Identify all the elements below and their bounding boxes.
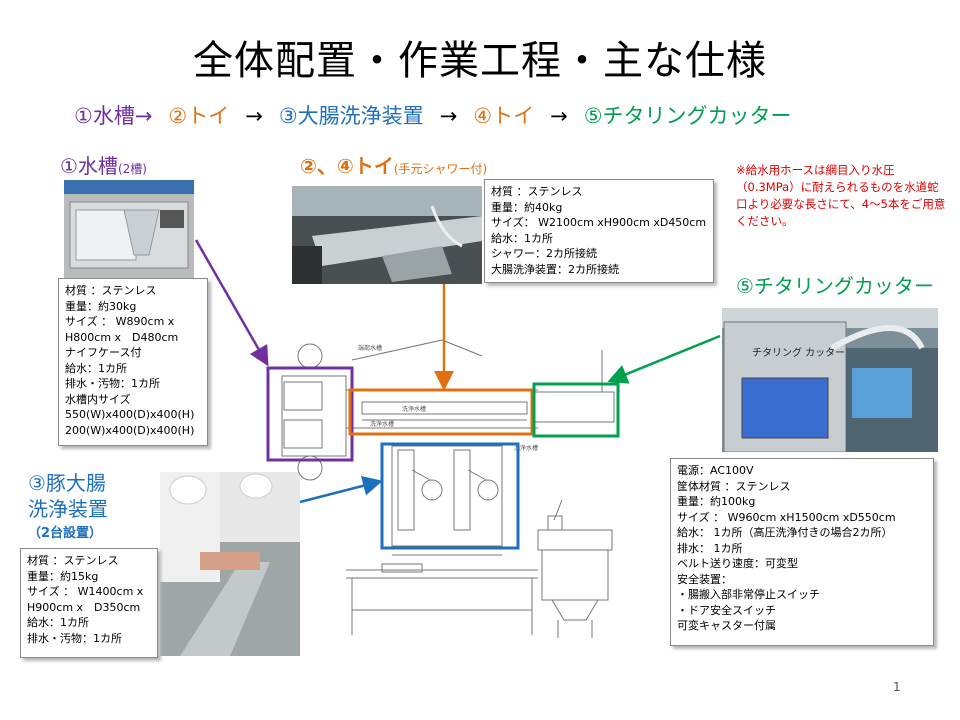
drawing-lines [281, 339, 615, 638]
tank-spec-line: H800cm x D480cm [65, 330, 179, 344]
drawing-label-top: 端部水槽 [358, 344, 382, 352]
cutter-spec-line: ・腸搬入部非常停止スイッチ [677, 588, 820, 601]
cutter-spec-line: 電源：AC100V [677, 464, 754, 477]
flow-step: → [245, 104, 263, 128]
layout-drawing: 端部水槽 洗浄水槽 洗浄水槽 洗浄水槽 [266, 339, 620, 638]
hose-note: ※給水用ホースは網目入り水圧（0.3MPa）に耐えられるものを水道蛇口より必要な… [736, 163, 946, 228]
trough-spec-line: 重量：約40kg [491, 200, 563, 214]
cutter-spec-box: 電源：AC100V 筐体材質 ：ステンレス重量：約100kg サイズ ： W960c… [670, 458, 934, 646]
cutter-arrow [607, 334, 721, 384]
cutter-photo: チタリング カッター [722, 308, 938, 452]
tank-spec-line: サイズ ： W890cm x [65, 315, 175, 328]
cutter-spec-line: 筐体材質 ：ステンレス [677, 479, 791, 493]
cutter-photo-label: チタリング カッター [752, 348, 846, 359]
cutter-photo-drawing [722, 308, 938, 452]
tank-spec-line: 550(W)x400(D)x400(H) [65, 408, 195, 421]
cutter-heading: ⑤チタリングカッター [736, 274, 934, 298]
tank-spec-line: ナイフケース付 [65, 346, 142, 359]
cutter-spec-line: 可変キャスター付属 [677, 619, 776, 632]
trough-spec-line: 給水：1カ所 [491, 231, 553, 245]
washer-spec-line: 給水：1カ所 [27, 616, 89, 629]
slide-title: 全体配置・作業工程・主な仕様 [193, 38, 767, 84]
trough-heading: ②、④トイ(手元シャワー付) [300, 150, 487, 179]
washer-photo-drawing [160, 472, 300, 656]
trough-photo-drawing [292, 186, 482, 284]
drawing-label-trough: 洗浄水槽 [402, 405, 426, 413]
tank-arrow [194, 239, 269, 367]
washer-heading-line2: 洗浄装置 [28, 497, 108, 521]
washer-spec-line: 重量：約15kg [27, 569, 99, 583]
flow-step: → [439, 104, 458, 128]
cutter-spec-line: 給水： 1カ所（高圧洗浄付きの場合2カ所） [677, 526, 893, 539]
tank-spec-line: 重量：約30kg [65, 299, 137, 313]
washer-highlight [380, 442, 520, 550]
washer-arrow [299, 476, 383, 504]
flow-step: ④トイ [473, 104, 535, 128]
tank-spec-line: 水槽内サイズ [65, 392, 131, 406]
drawing-labels: 端部水槽 洗浄水槽 洗浄水槽 洗浄水槽 [358, 344, 538, 452]
washer-heading-line1: ③豚大腸 [28, 471, 106, 495]
tank-photo-drawing [64, 180, 194, 278]
trough-spec-line: サイズ： W2100cm xH900cm xD450cm [491, 216, 707, 229]
trough-heading-text: ②、④トイ [300, 154, 394, 178]
washer-photo [160, 472, 300, 656]
trough-photo [292, 186, 482, 284]
cutter-spec-line: 重量：約100kg [677, 495, 756, 508]
trough-heading-sub: (手元シャワー付) [393, 162, 488, 176]
cutter-spec-line: ・ドア安全スイッチ [677, 603, 776, 617]
tank-spec-line: 材質 ：ステンレス [65, 284, 157, 297]
cutter-spec-line: 安全装置： [677, 572, 732, 586]
tank-heading: ①水槽(2槽) [60, 150, 147, 179]
washer-spec-line: H900cm x D350cm [27, 600, 141, 614]
washer-spec-line: 排水・汚物：1カ所 [27, 631, 122, 645]
cutter-spec-line: ベルト送り速度：可変型 [677, 557, 798, 570]
flow-step: ⑤チタリングカッター [583, 104, 792, 128]
tank-spec-line: 排水・汚物：1カ所 [65, 377, 160, 390]
drawing-label-side: 洗浄水槽 [370, 420, 394, 428]
tank-heading-text: ①水槽 [60, 154, 118, 178]
washer-spec-box: 材質 ：ステンレス重量：約15kg サイズ ： W1400cm x H900cm x… [20, 548, 158, 658]
process-flow: ①水槽→ ②トイ → ③大腸洗浄装置 → ④トイ → ⑤チタリングカッター [74, 100, 808, 130]
trough-spec-line: 大腸洗浄装置：2カ所接続 [491, 262, 619, 276]
washer-heading-sub: （2台設置） [28, 526, 103, 541]
flow-step: ③大腸洗浄装置 [278, 104, 424, 128]
trough-spec-line: シャワー：2カ所接続 [491, 247, 597, 260]
trough-spec-box: 材質 ：ステンレス重量：約40kg サイズ： W2100cm xH900cm xD… [484, 179, 714, 283]
tank-highlight [266, 366, 354, 462]
flow-step: → [550, 104, 568, 128]
washer-spec-line: サイズ ： W1400cm x [27, 585, 144, 598]
trough-spec-line: 材質 ：ステンレス [491, 185, 583, 198]
tank-spec-line: 給水：1カ所 [65, 361, 127, 375]
tank-spec-line: 200(W)x400(D)x400(H) [65, 423, 195, 437]
tank-photo [64, 180, 194, 278]
cutter-highlight [532, 382, 620, 438]
cutter-spec-line: 排水： 1カ所 [677, 541, 743, 555]
tank-spec-box: 材質 ：ステンレス重量：約30kg サイズ ： W890cm x H800cm x … [58, 278, 208, 446]
flow-step: ②トイ [168, 104, 230, 128]
drawing-label-washer: 洗浄水槽 [514, 444, 538, 452]
washer-heading: ③豚大腸 洗浄装置 （2台設置） [28, 470, 108, 541]
page-number: 1 [893, 680, 901, 694]
flow-step: ①水槽→ [74, 104, 153, 128]
washer-spec-line: 材質 ：ステンレス [27, 554, 119, 567]
cutter-spec-line: サイズ ： W960cm xH1500cm xD550cm [677, 510, 896, 524]
tank-heading-sub: (2槽) [117, 162, 147, 176]
